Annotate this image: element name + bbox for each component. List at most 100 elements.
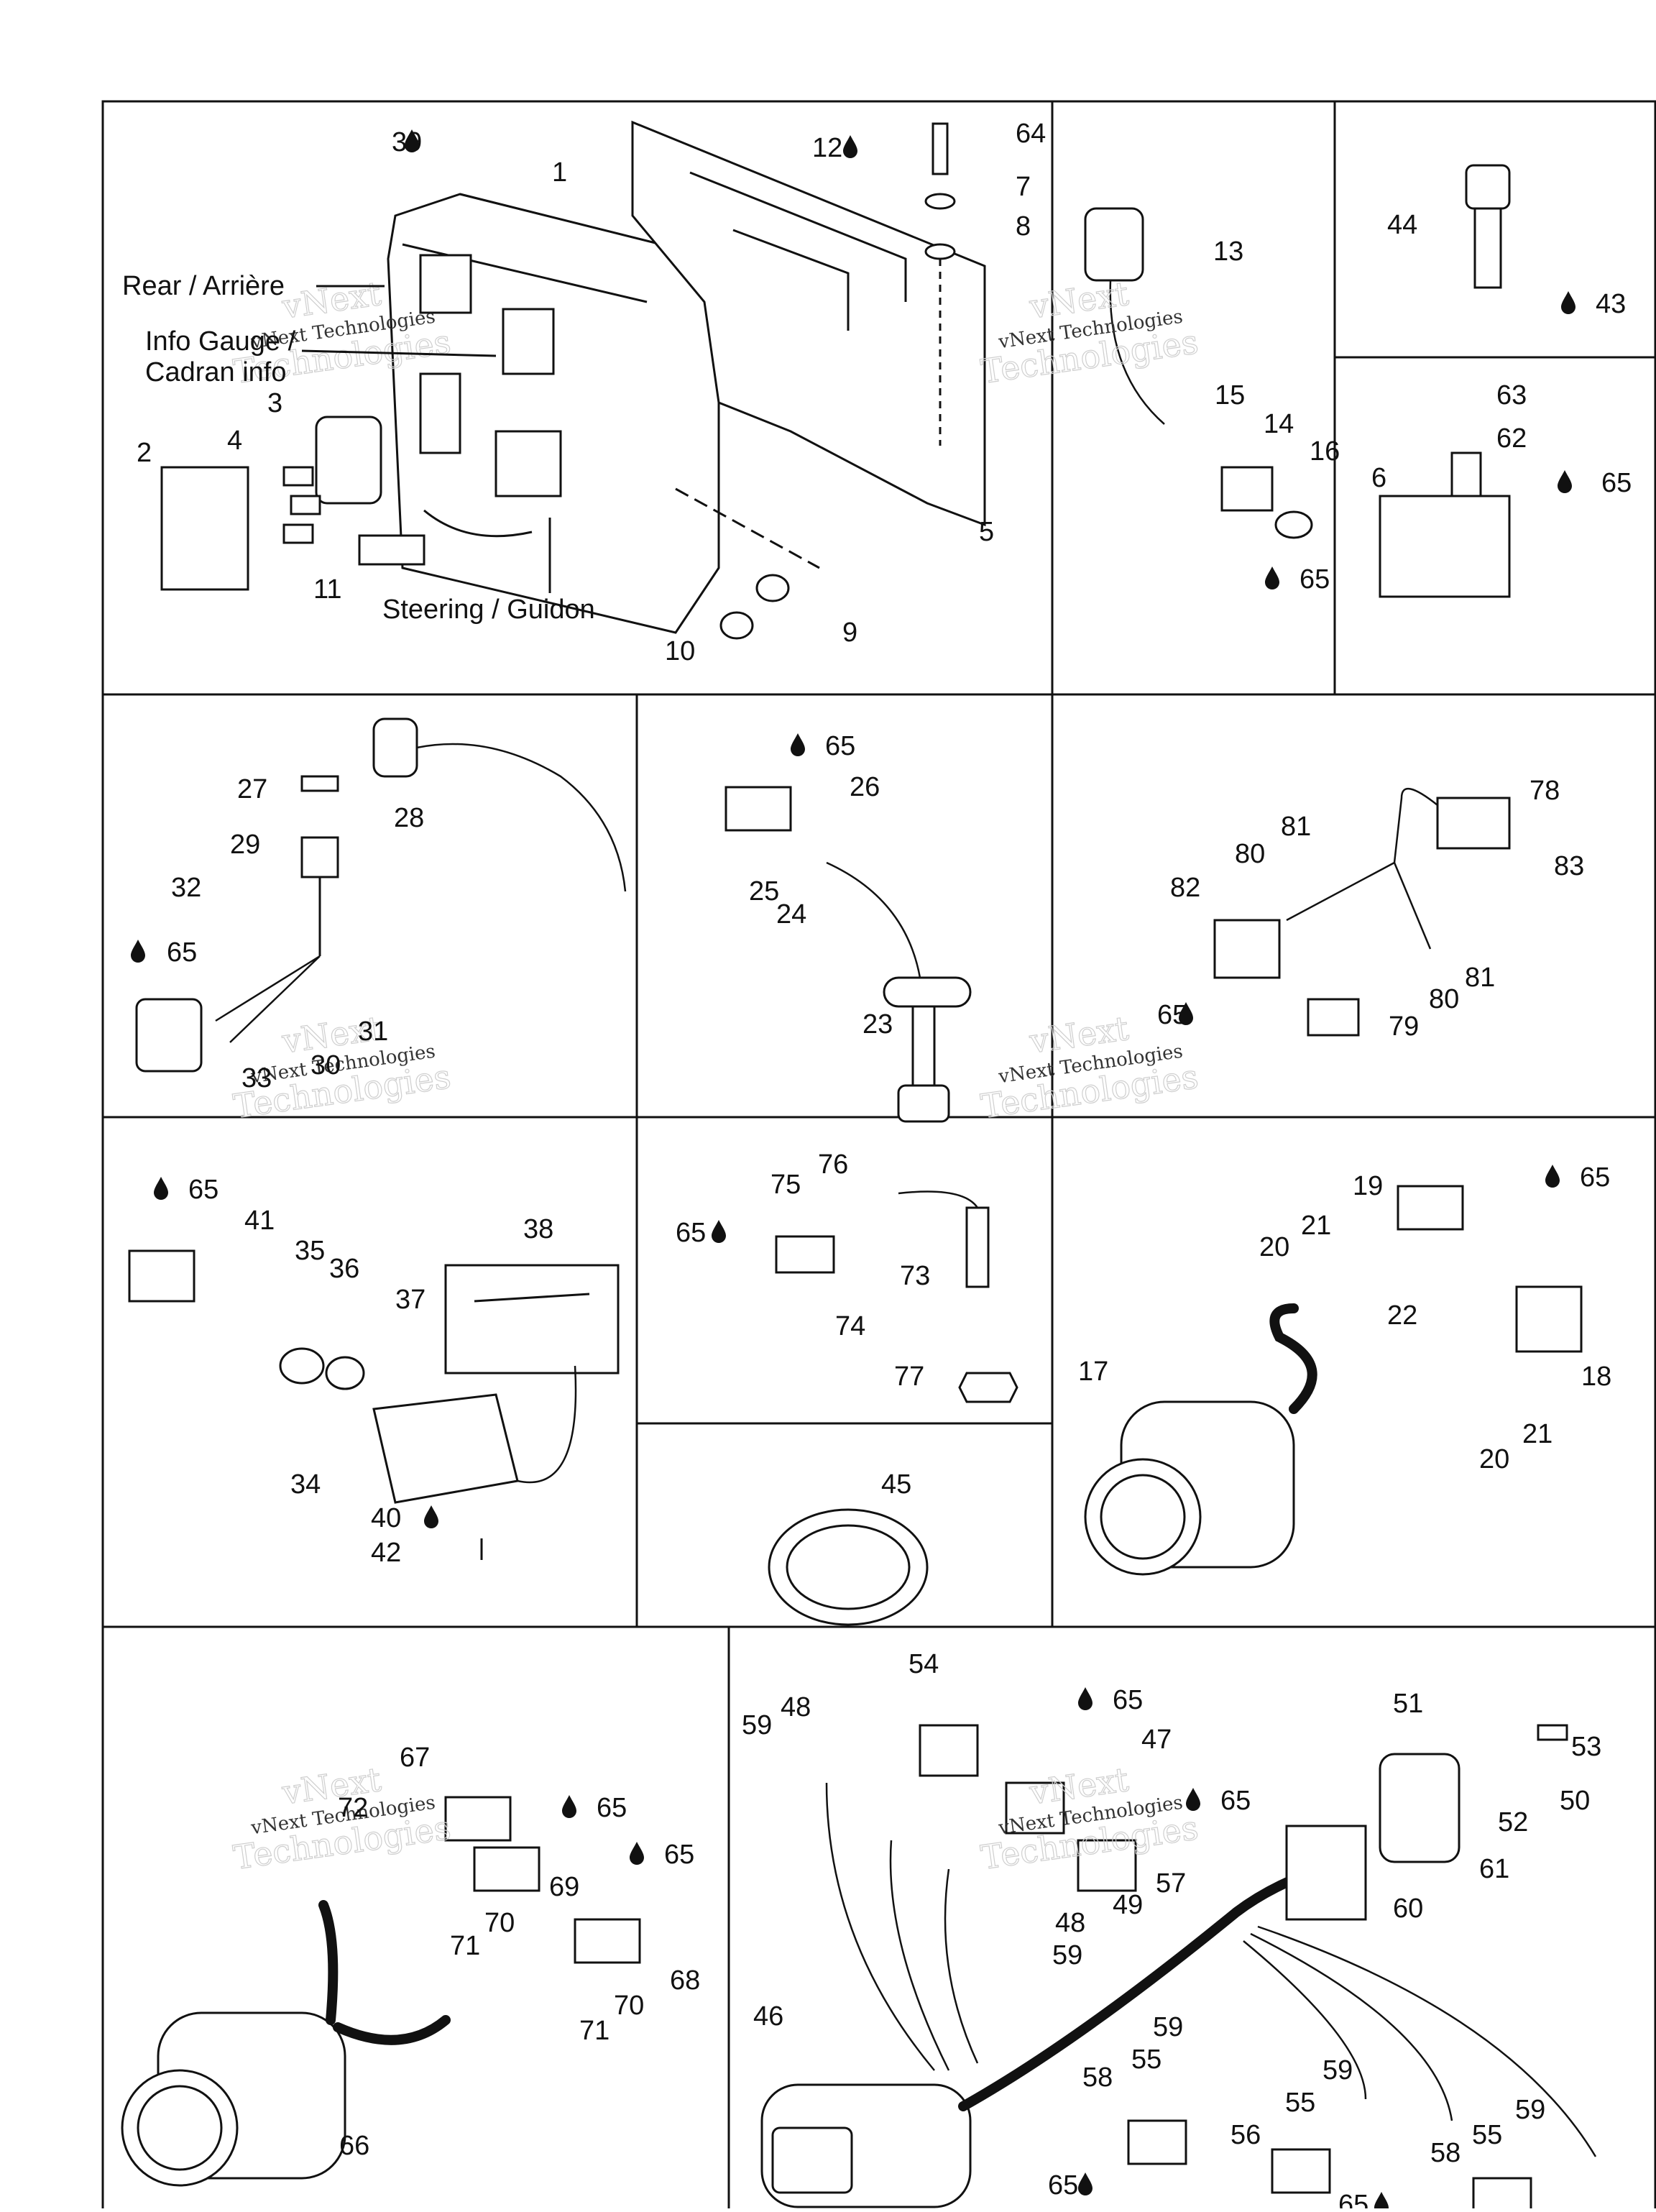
part-label-p20a: 20: [1259, 1232, 1289, 1262]
part-label-p59e: 59: [1515, 2095, 1545, 2125]
part-label-p27: 27: [237, 774, 267, 804]
part-label-p25: 25: [749, 876, 779, 907]
oil-drop-icon: [1265, 566, 1279, 589]
part-label-p30: 30: [310, 1050, 341, 1080]
part-label-p13: 13: [1213, 237, 1243, 267]
valve-6: [1379, 495, 1511, 598]
oil-drop-icon: [424, 1505, 438, 1528]
part-label-p6: 6: [1371, 463, 1386, 493]
part-label-p55b: 55: [1285, 2088, 1315, 2118]
nut-77: [958, 1372, 1018, 1403]
oil-drop-icon: [791, 733, 805, 756]
part-label-p17: 17: [1078, 1357, 1108, 1387]
part-label-p50: 50: [1560, 1786, 1590, 1816]
part-label-p75: 75: [770, 1170, 801, 1200]
part-label-p66: 66: [339, 2131, 369, 2161]
connector-68: [574, 1918, 641, 1964]
part-label-p64: 64: [1016, 119, 1046, 149]
part-label-p65b: 65: [1601, 468, 1632, 498]
part-label-p9: 9: [842, 618, 857, 648]
connector-58a: [1127, 2119, 1187, 2165]
oil-drop-icon: [1078, 1687, 1092, 1710]
sensor-73: [965, 1206, 990, 1288]
part-label-p36: 36: [329, 1254, 359, 1284]
part-label-p81b: 81: [1465, 963, 1495, 993]
oil-drop-icon: [843, 135, 857, 158]
part-label-p26: 26: [850, 772, 880, 802]
ecu-module-drawing: [160, 120, 986, 640]
part-label-p48a: 48: [781, 1692, 811, 1722]
connector-60: [1285, 1825, 1367, 1921]
bolt-53: [1537, 1724, 1568, 1741]
part-label-p65j: 65: [664, 1840, 694, 1870]
part-label-p83: 83: [1554, 851, 1584, 881]
oil-drop-icon: [131, 940, 145, 963]
connector-steering: [494, 430, 562, 497]
part-label-p63: 63: [1496, 380, 1527, 410]
part-label-p65c: 65: [167, 937, 197, 968]
panel-frames: [101, 100, 1656, 2212]
caption-steering: Steering / Guidon: [382, 595, 595, 625]
part-label-p69: 69: [549, 1872, 579, 1902]
part-label-p73: 73: [900, 1261, 930, 1291]
part-label-p28: 28: [394, 803, 424, 833]
part-label-p59c: 59: [1153, 2012, 1183, 2042]
seal-61: [1379, 1753, 1460, 1863]
inset-box-38: [444, 1264, 620, 1375]
part-label-p74: 74: [835, 1311, 865, 1341]
part-label-p71b: 71: [579, 2016, 610, 2046]
float-23: [883, 976, 972, 1008]
part-label-p55a: 55: [1131, 2045, 1162, 2075]
part-label-p65k: 65: [1113, 1685, 1143, 1715]
part-label-p22: 22: [1387, 1300, 1417, 1331]
part-label-p65i: 65: [597, 1793, 627, 1823]
oil-drop-icon: [154, 1177, 168, 1200]
oil-drop-icon: [712, 1220, 726, 1243]
part-label-p37: 37: [395, 1285, 426, 1315]
switch-34: [372, 1393, 519, 1504]
part-label-p65f: 65: [188, 1175, 218, 1205]
part-label-p18: 18: [1581, 1362, 1611, 1392]
part-label-p68: 68: [670, 1965, 700, 1996]
part-label-p23: 23: [862, 1009, 893, 1040]
part-label-p41: 41: [244, 1206, 275, 1236]
part-label-p62: 62: [1496, 423, 1527, 454]
connector-26: [724, 786, 792, 832]
part-label-p5: 5: [979, 517, 994, 547]
part-label-p52: 52: [1498, 1807, 1528, 1837]
oil-drop-icon: [1558, 470, 1572, 493]
row3-drawings: [128, 1185, 1583, 1626]
part-label-p60: 60: [1393, 1894, 1423, 1924]
part-label-p46: 46: [753, 2001, 783, 2032]
washer-9: [755, 574, 790, 602]
caption-info-gauge: Info Gauge /: [145, 326, 296, 357]
part-label-p82: 82: [1170, 873, 1200, 903]
part-label-p79: 79: [1389, 1011, 1419, 1042]
part-label-p71a: 71: [450, 1931, 480, 1961]
part-label-p24: 24: [776, 899, 806, 930]
cap-11: [358, 534, 426, 566]
bracket: [631, 120, 986, 527]
part-label-p33: 33: [242, 1063, 272, 1093]
connector-58b: [1472, 2177, 1532, 2212]
part-label-p59d: 59: [1322, 2055, 1353, 2085]
part-label-p65n: 65: [1338, 2190, 1368, 2208]
connector-14: [1220, 466, 1274, 512]
part-label-p59b: 59: [1052, 1940, 1082, 1970]
part-label-p1: 1: [552, 157, 567, 188]
part-label-p20b: 20: [1479, 1444, 1509, 1474]
part-label-p65l: 65: [1220, 1786, 1251, 1816]
connector-54: [919, 1724, 979, 1777]
part-label-p58a: 58: [1082, 2062, 1113, 2093]
caption-rear: Rear / Arrière: [122, 271, 285, 301]
bolt-64: [932, 122, 949, 175]
part-label-p70b: 70: [614, 1991, 644, 2021]
oil-drop-icon: [1374, 2192, 1389, 2212]
housing-33: [135, 998, 203, 1073]
connector-57: [1077, 1839, 1137, 1892]
part-label-p49: 49: [1113, 1890, 1143, 1920]
part-label-p45: 45: [881, 1469, 911, 1500]
connector-41: [128, 1249, 196, 1303]
